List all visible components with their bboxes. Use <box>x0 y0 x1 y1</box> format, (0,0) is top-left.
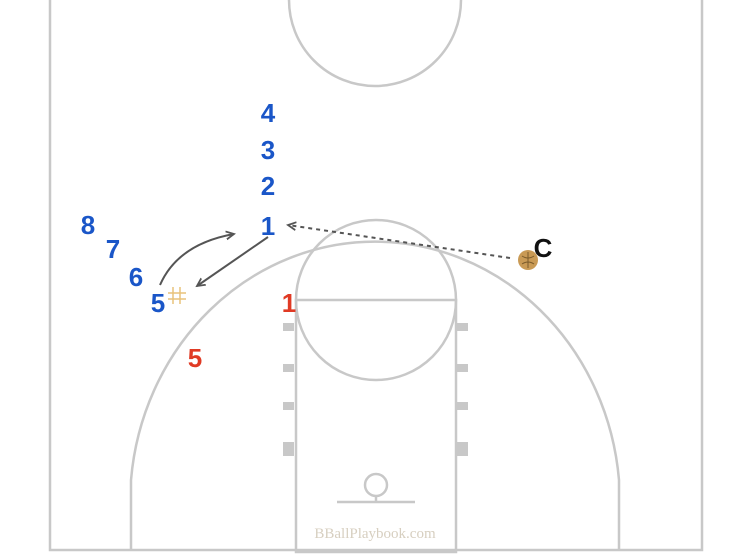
rim <box>363 472 389 498</box>
offense-player-8[interactable]: 8 <box>81 210 95 240</box>
offense-player-6[interactable]: 6 <box>129 262 143 292</box>
defense-player-5[interactable]: 5 <box>188 343 202 373</box>
offense-player-4[interactable]: 4 <box>261 98 276 128</box>
center-circle <box>287 0 463 88</box>
offense-player-5[interactable]: 5 <box>151 288 165 318</box>
defense-player-1[interactable]: 1 <box>282 288 296 318</box>
offense-player-1[interactable]: 1 <box>261 211 275 241</box>
basketball-icon <box>518 250 538 270</box>
coach-label[interactable]: C <box>534 233 553 263</box>
offense-player-3[interactable]: 3 <box>261 135 275 165</box>
watermark: BBallPlaybook.com <box>314 526 436 542</box>
cut-arrow-1-to-5 <box>197 236 269 286</box>
cut-arrow-5-to-1 <box>159 234 234 286</box>
three-point-line <box>129 240 621 550</box>
free-throw-lane <box>294 298 458 554</box>
lane-hash-marks-right <box>457 323 468 456</box>
screen-marker <box>168 287 186 304</box>
offense-player-7[interactable]: 7 <box>106 234 120 264</box>
pass-line <box>288 225 511 259</box>
offense-player-2[interactable]: 2 <box>261 171 275 201</box>
court-boundary <box>48 0 704 552</box>
lane-hash-marks-left <box>283 323 294 456</box>
